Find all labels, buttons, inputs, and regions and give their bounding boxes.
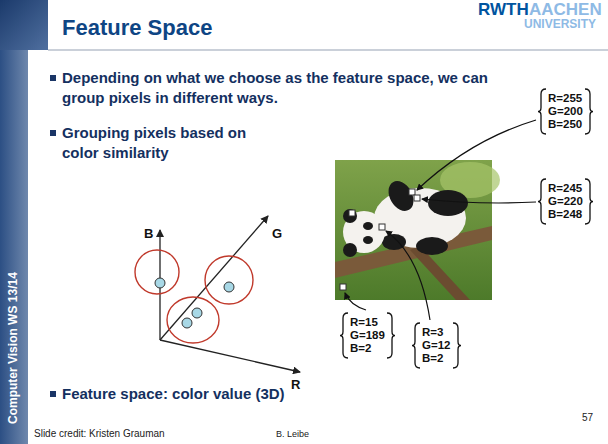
rgb-value-text: R=15 G=189 B=2 [350, 316, 385, 355]
tree-branch [410, 246, 470, 300]
axis-label: R [291, 377, 300, 393]
header-rule [48, 49, 608, 51]
bullet [50, 391, 56, 397]
logo-text: UNIVERSITY [524, 17, 596, 31]
panda-limb [416, 237, 448, 255]
pixel-point [192, 308, 202, 318]
sidebar-text: Computer Vision WS 13/14 [6, 272, 20, 424]
brace-stroke [453, 323, 461, 368]
pixel-point [224, 282, 234, 292]
bullet-text: Grouping pixels based on color similarit… [62, 123, 252, 163]
brace-stroke [538, 89, 546, 134]
g-axis [160, 216, 268, 340]
cluster-circle [135, 250, 179, 294]
pixel-marker [340, 284, 346, 290]
cluster-circle [205, 256, 253, 304]
leader-line [386, 231, 430, 320]
rgb-callout: R=255 G=200 B=250 [538, 88, 593, 135]
brace-stroke [387, 313, 395, 358]
pixel-marker [379, 224, 385, 230]
rgb-value-text: R=3 G=12 B=2 [422, 326, 450, 365]
r-axis [160, 340, 300, 372]
panda-limb [383, 177, 418, 216]
corner-block [0, 0, 48, 50]
brace-stroke [412, 323, 420, 368]
brace-stroke [538, 179, 546, 224]
pixel-marker [414, 195, 420, 201]
cluster-circle [167, 297, 219, 343]
bullet-text: Feature space: color value (3D) [62, 384, 482, 404]
panda-eye-patch [363, 222, 373, 230]
bullet-text: Depending on what we choose as the featu… [62, 68, 522, 108]
pixel-marker [349, 210, 355, 216]
bullet [50, 75, 56, 81]
side-bar [0, 0, 28, 444]
rgb-callout: R=3 G=12 B=2 [412, 322, 461, 369]
pixel-point [182, 318, 192, 328]
axis-label: G [272, 226, 282, 242]
leader-line [345, 293, 366, 310]
leader-line [422, 199, 536, 203]
bullet [50, 130, 56, 136]
rgb-value-text: R=245 G=220 B=248 [548, 182, 583, 221]
pixel-point [155, 278, 165, 288]
author-text: B. Leibe [276, 429, 309, 440]
brace-stroke [585, 179, 593, 224]
axis-label: B [144, 226, 153, 242]
logo-text: RWTH [478, 0, 529, 20]
panda-ear [343, 243, 357, 257]
slide-title: Feature Space [62, 15, 212, 41]
page-number: 57 [582, 412, 593, 424]
credit-text: Slide credit: Kristen Grauman [34, 428, 165, 440]
leader-line [417, 120, 536, 190]
brace-stroke [340, 313, 348, 358]
brace-stroke [585, 89, 593, 134]
panda-eye-patch [363, 236, 373, 244]
panda-limb [428, 190, 468, 216]
rgb-callout: R=245 G=220 B=248 [538, 178, 593, 225]
pixel-marker [409, 189, 415, 195]
panda-ear [343, 209, 357, 223]
rgb-callout: R=15 G=189 B=2 [340, 312, 395, 359]
rgb-value-text: R=255 G=200 B=250 [548, 92, 583, 131]
